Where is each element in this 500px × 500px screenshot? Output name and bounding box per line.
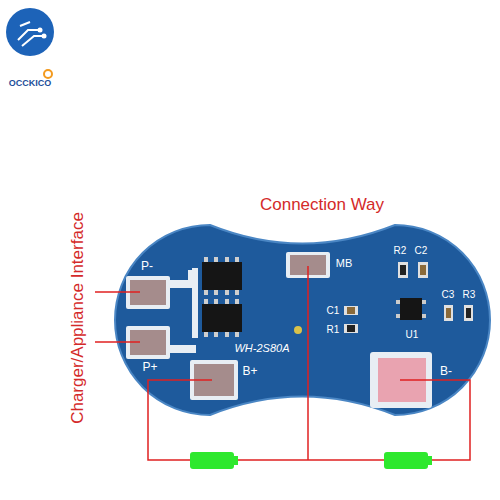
diagram-title: Connection Way xyxy=(260,196,384,215)
pcb-board xyxy=(115,225,490,415)
logo-text: OCCKICO xyxy=(9,79,52,89)
component-ref: U1 xyxy=(406,329,419,340)
pad-name: B- xyxy=(440,365,452,378)
pad-name: MB xyxy=(336,257,353,269)
component-ref: R3 xyxy=(463,289,476,300)
logo-circle xyxy=(6,8,54,56)
component-ref: C2 xyxy=(415,245,428,256)
pad-name: P- xyxy=(141,260,153,273)
pad-name: P+ xyxy=(142,361,157,374)
component-ref: C1 xyxy=(327,305,340,316)
interface-label: Charger/Appliance Interface xyxy=(69,212,88,424)
copper-traces xyxy=(126,252,432,408)
component-ref: C3 xyxy=(442,289,455,300)
component-ref: R2 xyxy=(394,245,407,256)
smd-components xyxy=(294,262,473,334)
mosfet-chip xyxy=(202,257,242,337)
board-model: WH-2S80A xyxy=(234,342,289,354)
logo-circuit xyxy=(18,22,44,46)
wiring xyxy=(95,266,470,460)
pad-name: B+ xyxy=(242,365,257,378)
component-ref: R1 xyxy=(327,324,340,335)
battery-cell xyxy=(190,452,432,469)
